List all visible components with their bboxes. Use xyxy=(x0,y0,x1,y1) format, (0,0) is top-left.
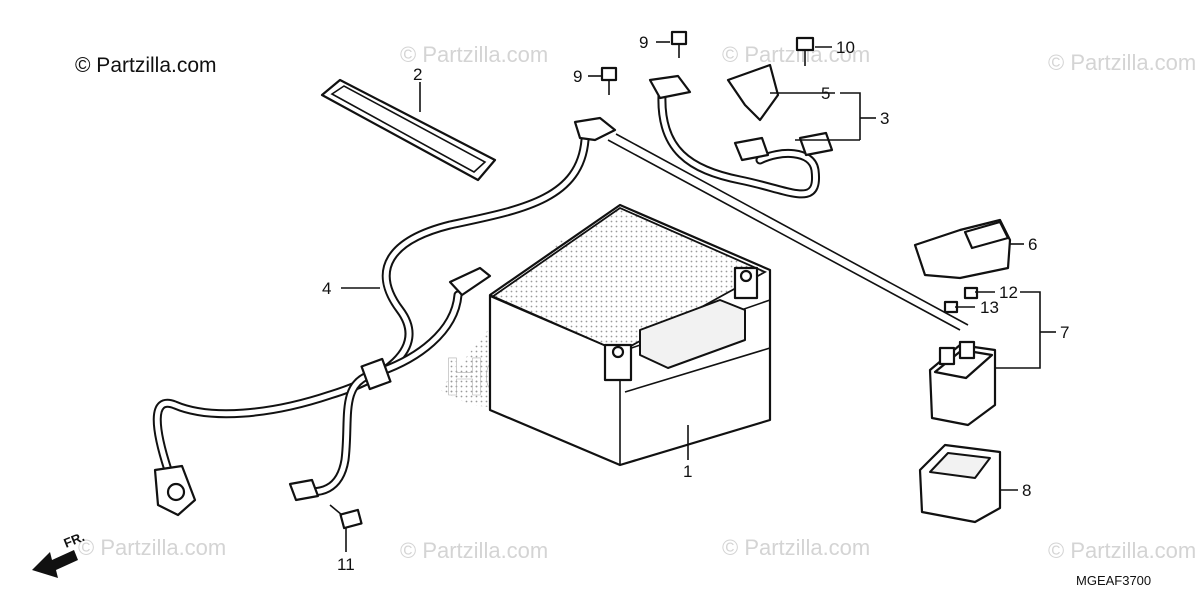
battery-cable-secondary[interactable] xyxy=(648,63,834,199)
callout-6: 6 xyxy=(1028,235,1037,254)
front-label: FR. xyxy=(62,529,87,551)
bolt-9-right[interactable] xyxy=(670,30,688,58)
callout-1: 1 xyxy=(683,462,692,481)
callout-5: 5 xyxy=(821,84,830,103)
leader-lines xyxy=(341,41,1056,552)
copyright-text: © Partzilla.com xyxy=(75,54,217,77)
watermarks: © Partzilla.com © Partzilla.com © Partzi… xyxy=(78,42,1196,563)
bolt-9-left[interactable] xyxy=(600,66,618,95)
battery[interactable] xyxy=(488,203,772,467)
callout-12: 12 xyxy=(999,283,1018,302)
callout-13: 13 xyxy=(980,298,999,317)
front-direction-arrow: FR. xyxy=(32,529,87,578)
callout-4: 4 xyxy=(322,279,331,298)
fuses[interactable] xyxy=(943,286,979,314)
relay-cable[interactable] xyxy=(607,133,969,331)
relay-boot[interactable] xyxy=(918,443,1002,524)
watermark-bottom-left: © Partzilla.com xyxy=(78,535,226,560)
callout-3: 3 xyxy=(880,109,889,128)
callout-9-right: 9 xyxy=(639,33,648,52)
watermark-top-far-right: © Partzilla.com xyxy=(1048,50,1196,75)
battery-band[interactable] xyxy=(320,78,497,182)
battery-cable-main[interactable] xyxy=(152,116,617,517)
callout-11: 11 xyxy=(337,555,355,574)
starter-relay[interactable] xyxy=(928,340,997,427)
diagram-code: MGEAF3700 xyxy=(1076,573,1151,588)
watermark-bottom-far-right: © Partzilla.com xyxy=(1048,538,1196,563)
front-arrow-icon xyxy=(32,550,78,578)
callout-8: 8 xyxy=(1022,481,1031,500)
callout-10: 10 xyxy=(836,38,855,57)
callout-9-left: 9 xyxy=(573,67,582,86)
watermark-bottom-center: © Partzilla.com xyxy=(400,538,548,563)
callout-7: 7 xyxy=(1060,323,1069,342)
watermark-bottom-right: © Partzilla.com xyxy=(722,535,870,560)
bolt-11[interactable] xyxy=(329,504,363,530)
relay-cover[interactable] xyxy=(913,218,1012,280)
watermark-top-center: © Partzilla.com xyxy=(400,42,548,67)
callouts: 2 1 4 5 3 6 12 13 7 8 9 9 10 11 xyxy=(322,33,1069,574)
callout-2: 2 xyxy=(413,65,422,84)
bolt-10[interactable] xyxy=(795,36,815,66)
